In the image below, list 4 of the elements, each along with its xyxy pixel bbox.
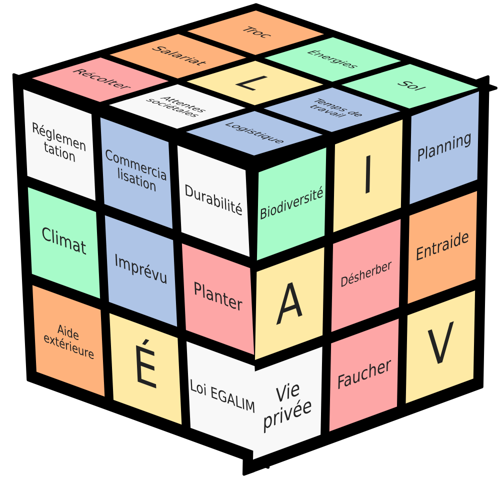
sticker-label: Sol (392, 80, 428, 92)
sticker-label: Énergies (303, 50, 362, 70)
sticker-label: I (362, 146, 374, 206)
sticker-label: Troc (236, 26, 276, 40)
